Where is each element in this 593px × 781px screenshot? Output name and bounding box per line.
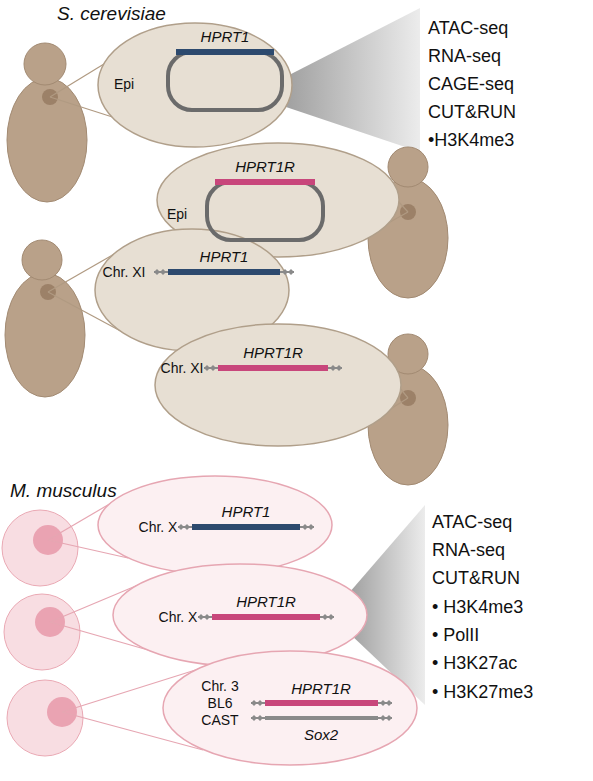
ellipse-outline [154, 323, 402, 447]
gene-name: HPRT1R [236, 594, 296, 609]
yeast-cell [7, 78, 87, 202]
mouse-cell [7, 680, 83, 756]
gene-bar [265, 700, 378, 706]
chromosome-end [251, 700, 265, 706]
locus-label: Chr. X [159, 610, 198, 624]
ellipse-shape [155, 324, 401, 446]
locus-label: Epi [167, 207, 187, 221]
locus-label: Chr. XI [103, 265, 146, 279]
ellipse-shape [113, 564, 367, 666]
gene-bar [218, 365, 328, 371]
locus-label: CAST [201, 713, 238, 727]
assay-item: • H3K4me3 [432, 598, 523, 616]
plasmid-ring [207, 182, 323, 240]
assay-item: CUT&RUN [428, 103, 516, 121]
ellipse-shape [98, 23, 292, 147]
assay-item: ATAC-seq [428, 19, 508, 37]
gene-bar [215, 179, 315, 185]
gene-bar [212, 614, 320, 620]
assay-item: ATAC-seq [432, 513, 512, 531]
yeast-bud [388, 147, 428, 187]
assay-item: •H3K4me3 [428, 131, 514, 149]
chromosome-end [251, 715, 265, 721]
zoom-ellipse: Chr. X HPRT1 [97, 475, 333, 575]
zoom-ellipse: Chr. X HPRT1R [112, 563, 368, 667]
assay-item: • H3K27me3 [432, 683, 533, 701]
assay-item: CUT&RUN [432, 569, 520, 587]
gene-name: HPRT1 [222, 504, 271, 519]
ellipse-shape [98, 476, 332, 574]
zoom-ellipse: Epi HPRT1 [97, 22, 293, 148]
chromosome-end [378, 715, 392, 721]
chromosome-end [320, 614, 334, 620]
gene-name: HPRT1 [200, 249, 249, 264]
chromosome-end [280, 269, 294, 275]
species-name: M. musculus [10, 481, 117, 500]
chromosome-end [198, 614, 212, 620]
gene-name: HPRT1R [235, 159, 295, 174]
mouse-cell [4, 594, 80, 670]
species-name: S. cerevisiae [57, 4, 166, 23]
ellipse-shape [163, 651, 417, 765]
assay-item: • H3K27ac [432, 654, 517, 672]
yeast-bud [22, 240, 62, 280]
gene-name: HPRT1R [291, 681, 351, 696]
gene-name: Sox2 [304, 727, 338, 742]
yeast-bud [24, 43, 66, 85]
locus-label: Chr. 3 [201, 679, 238, 693]
mouse-cell [2, 510, 78, 586]
zoom-ellipse: Chr. 3 BL6CAST HPRT1R Sox2 [162, 650, 418, 766]
gene-bar [176, 49, 274, 55]
assay-item: RNA-seq [428, 47, 501, 65]
gene-name: HPRT1R [243, 345, 303, 360]
gene-bar [192, 524, 300, 530]
locus-label: BL6 [208, 696, 233, 710]
locus-label: Chr. XI [161, 361, 204, 375]
locus-label: Epi [114, 77, 134, 91]
chromosome-end [300, 524, 314, 530]
ellipse-outline [162, 650, 418, 766]
yeast-cell [5, 273, 85, 397]
zoom-ellipse: Chr. XI HPRT1R [154, 323, 402, 447]
chromosome-end [378, 700, 392, 706]
ellipse-outline [97, 475, 333, 575]
chromosome-end [154, 269, 168, 275]
gene-name: HPRT1 [201, 29, 250, 44]
chromosome-end [204, 365, 218, 371]
assay-item: CAGE-seq [428, 75, 514, 93]
ellipse-outline [112, 563, 368, 667]
assay-item: RNA-seq [432, 541, 505, 559]
chromosome-end [178, 524, 192, 530]
gene-bar [168, 269, 280, 275]
assay-item: • PolII [432, 626, 479, 644]
plasmid-ring [168, 52, 282, 110]
locus-label: Chr. X [139, 520, 178, 534]
chromosome-end [328, 365, 342, 371]
gene-bar [265, 716, 378, 720]
